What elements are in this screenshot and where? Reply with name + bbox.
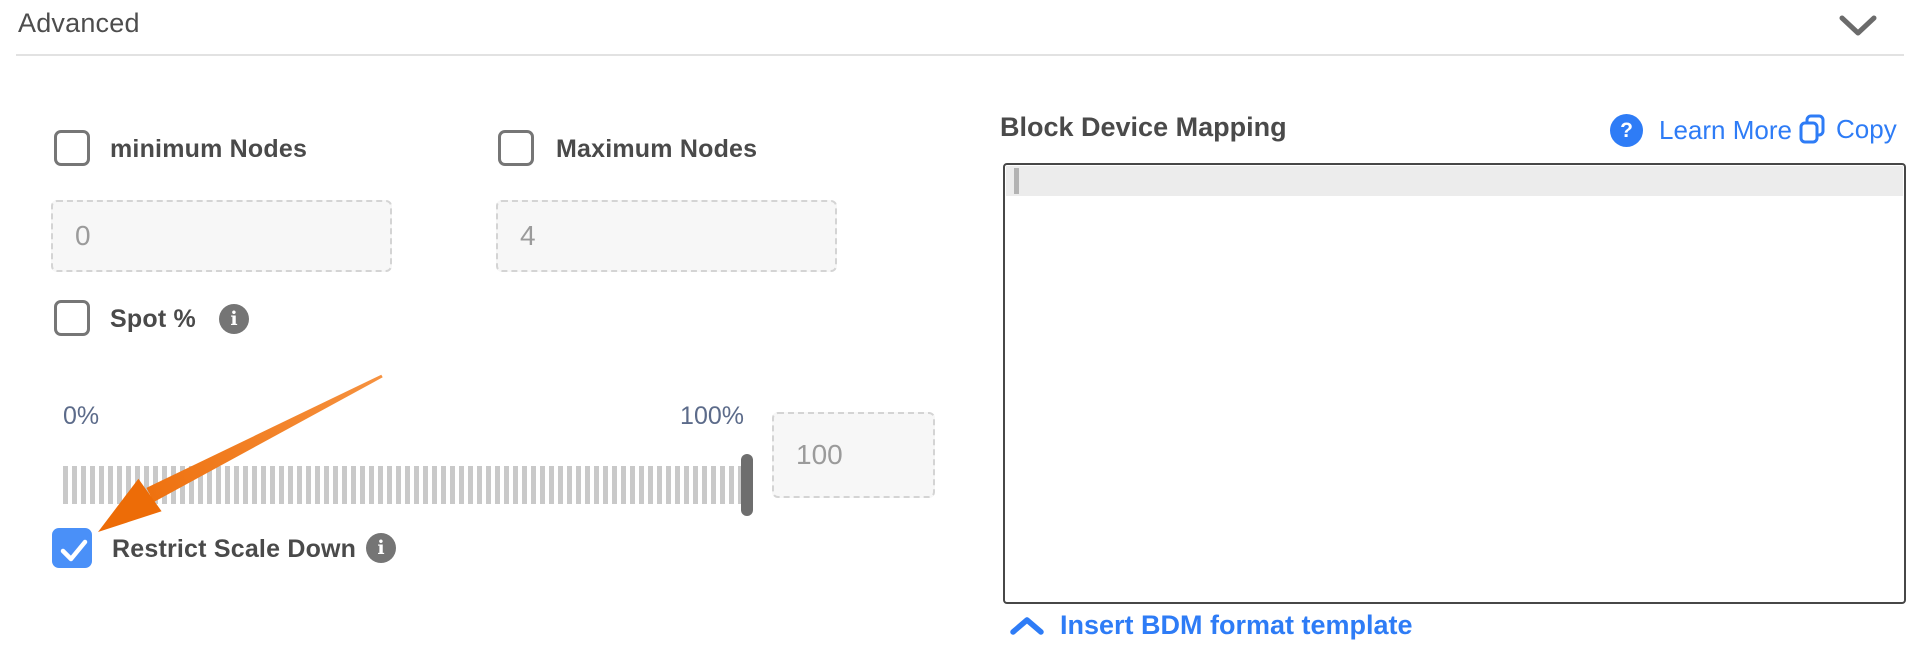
slider-max-label: 100% (680, 402, 744, 430)
minimum-nodes-label: minimum Nodes (110, 135, 308, 163)
section-title: Advanced (18, 8, 140, 38)
info-glyph: i (230, 308, 238, 330)
maximum-nodes-checkbox[interactable] (498, 130, 534, 166)
help-icon: ? (1610, 114, 1643, 147)
maximum-nodes-label: Maximum Nodes (556, 135, 758, 163)
copy-icon (1799, 114, 1825, 144)
minimum-nodes-checkbox[interactable] (54, 130, 90, 166)
spot-info-icon[interactable]: i (219, 304, 249, 334)
minimum-nodes-input[interactable] (51, 200, 392, 272)
learn-more-label: Learn More (1659, 115, 1792, 145)
spot-percent-slider[interactable] (63, 454, 753, 516)
editor-active-line (1006, 166, 1903, 196)
chevron-up-icon (1010, 616, 1044, 635)
checkmark-icon (60, 539, 88, 562)
spot-percent-checkbox[interactable] (54, 300, 90, 336)
info-glyph: i (377, 537, 385, 559)
section-divider (16, 54, 1904, 56)
collapse-section-button[interactable] (1838, 14, 1878, 38)
maximum-nodes-input[interactable] (496, 200, 837, 272)
restrict-scale-down-info-icon[interactable]: i (366, 533, 396, 563)
spot-percent-label: Spot % (110, 305, 196, 333)
spot-percent-value-input[interactable] (772, 412, 935, 498)
restrict-scale-down-label: Restrict Scale Down (112, 535, 357, 563)
learn-more-link[interactable]: ? Learn More (1610, 114, 1792, 147)
help-glyph: ? (1620, 118, 1633, 142)
chevron-down-icon (1839, 15, 1877, 36)
copy-label: Copy (1836, 113, 1897, 144)
insert-bdm-template-link[interactable]: Insert BDM format template (1010, 610, 1413, 641)
copy-button[interactable]: Copy (1798, 113, 1897, 145)
insert-bdm-template-label: Insert BDM format template (1060, 610, 1413, 640)
editor-cursor (1014, 168, 1019, 194)
slider-min-label: 0% (63, 402, 100, 430)
bdm-editor[interactable] (1003, 163, 1906, 604)
slider-handle[interactable] (741, 454, 753, 516)
bdm-panel-title: Block Device Mapping (1000, 112, 1287, 142)
restrict-scale-down-checkbox[interactable] (52, 528, 92, 568)
